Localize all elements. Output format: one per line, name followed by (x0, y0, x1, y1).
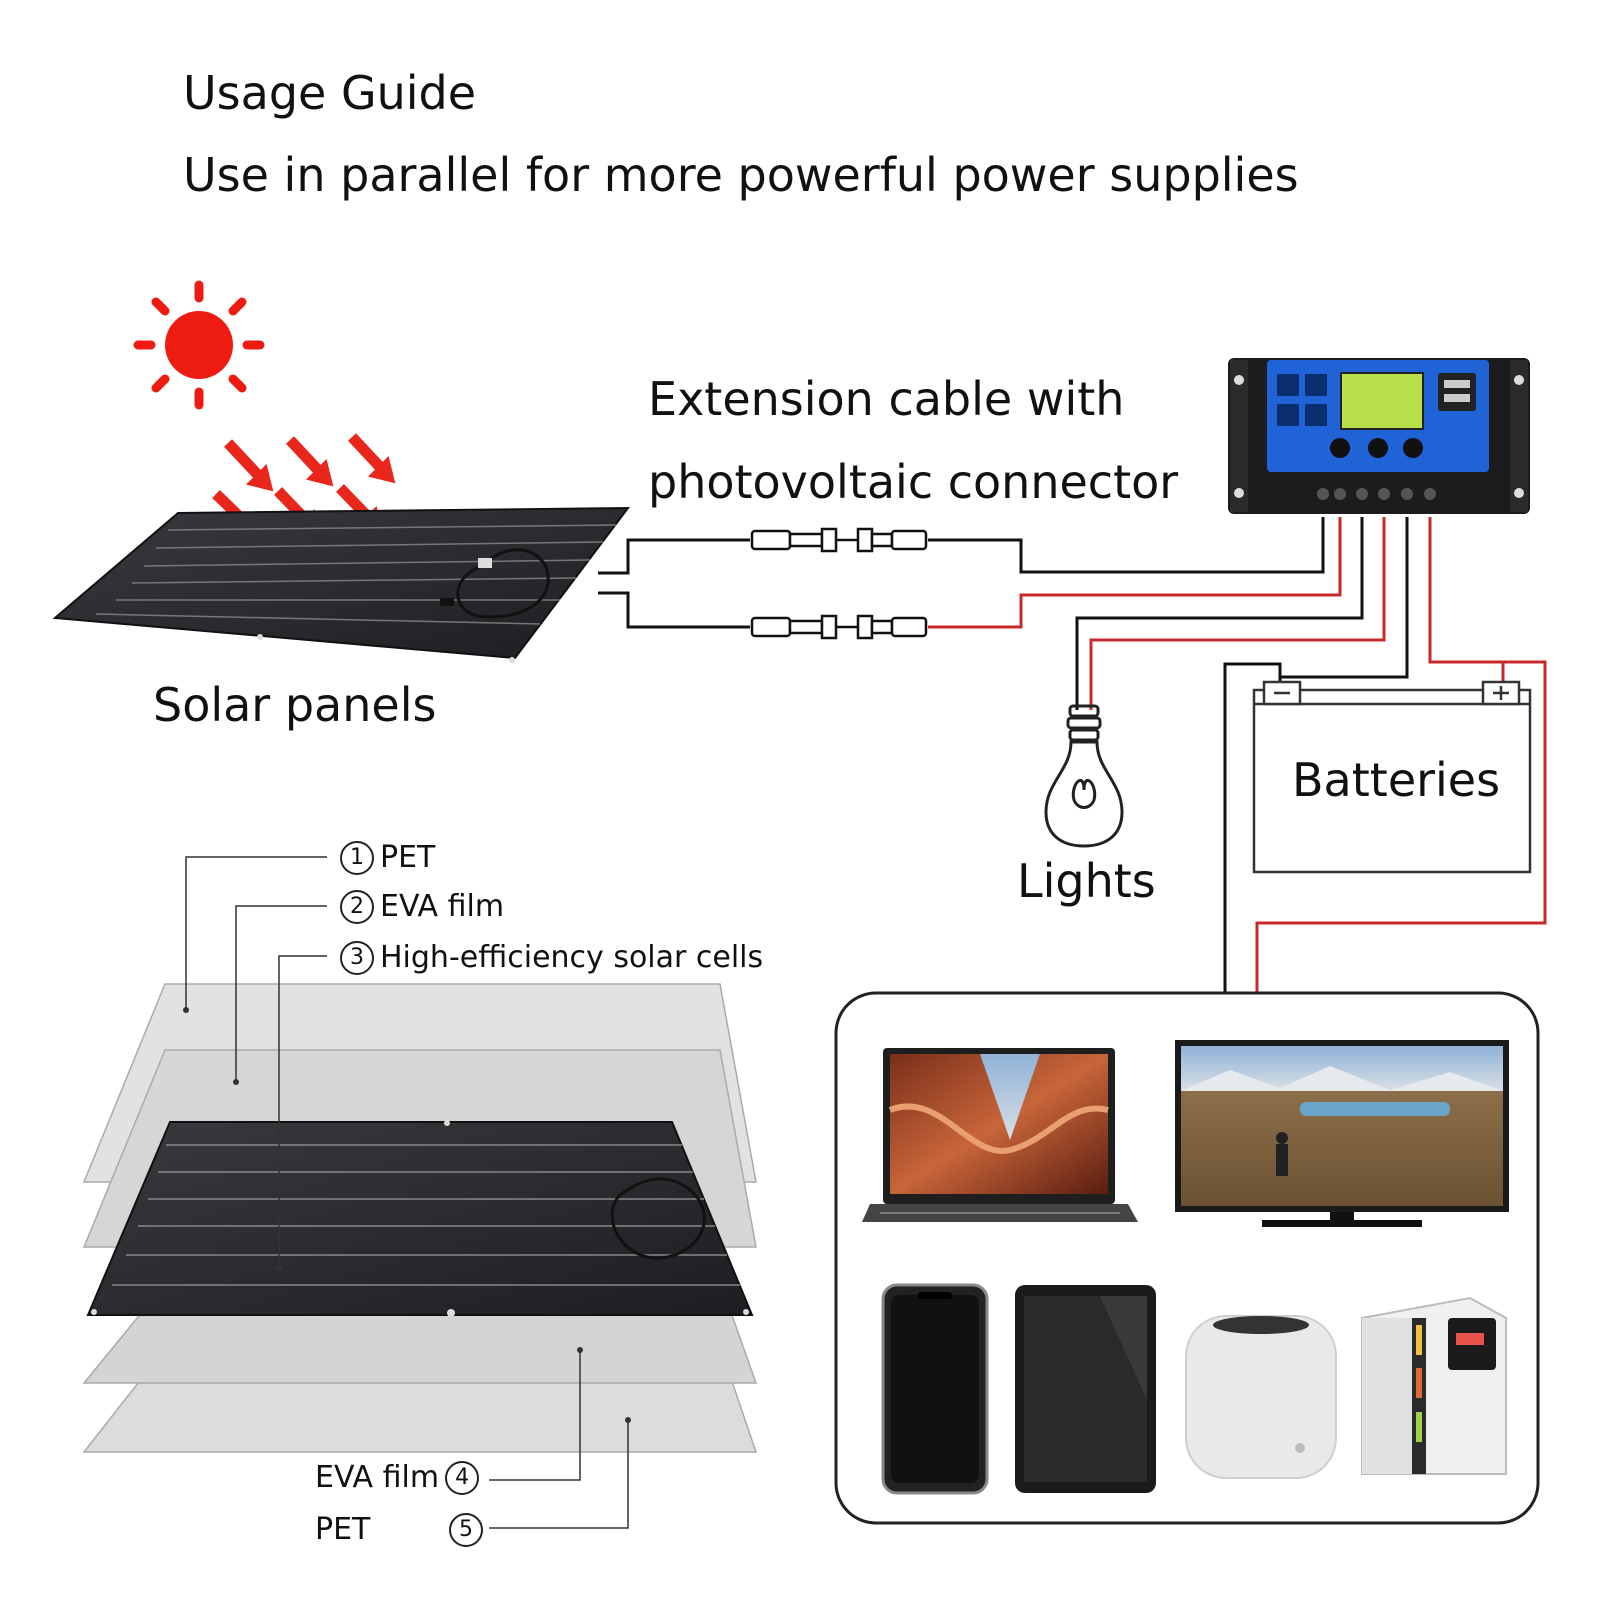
layer-number: 3 (340, 940, 374, 975)
layer-number: 2 (340, 889, 374, 924)
tablet-icon (1015, 1285, 1156, 1493)
cable-label-line2: photovoltaic connector (648, 455, 1179, 509)
sun-icon (133, 280, 265, 410)
ray-arrow-icon (223, 439, 274, 492)
solar-cell-panel-icon (86, 1120, 754, 1317)
layer-number: 1 (340, 840, 374, 875)
batteries-label: Batteries (1292, 753, 1501, 807)
layer-label-5: PET 5 (315, 1512, 483, 1547)
photovoltaic-connector-icon (750, 527, 928, 553)
layer-name: High-efficiency solar cells (380, 940, 764, 975)
page-subtitle: Use in parallel for more powerful power … (183, 148, 1299, 202)
photovoltaic-connector-icon (750, 614, 928, 640)
devices-box (834, 991, 1540, 1525)
page-title: Usage Guide (183, 66, 477, 120)
solar-panel-icon (52, 506, 631, 663)
ray-arrow-icon (347, 433, 396, 484)
layer-number: 5 (449, 1512, 483, 1547)
mini-fridge-icon (1361, 1296, 1507, 1475)
solar-panels-label: Solar panels (153, 678, 437, 732)
layer-name: PET (380, 840, 436, 875)
layer-label-1: 1 PET (340, 840, 435, 875)
tv-icon (1175, 1040, 1509, 1227)
layer-label-3: 3 High-efficiency solar cells (340, 940, 763, 975)
layer-name: EVA film (380, 889, 505, 924)
layer-name: PET (315, 1512, 371, 1547)
solar-charge-controller-icon (1228, 358, 1530, 514)
layer-label-2: 2 EVA film (340, 889, 504, 924)
layer-name: EVA film (315, 1460, 440, 1495)
phone-icon (881, 1283, 989, 1495)
cable-label-line1: Extension cable with (648, 372, 1125, 426)
layer-number: 4 (445, 1460, 480, 1495)
ray-arrow-icon (285, 436, 334, 487)
laptop-icon (862, 1048, 1138, 1222)
lights-label: Lights (1017, 854, 1156, 908)
speaker-icon (1185, 1315, 1337, 1479)
battery-icon (1252, 680, 1532, 874)
layer-stack (82, 856, 758, 1529)
light-bulb-icon (1044, 704, 1124, 848)
layer-label-4: EVA film 4 (315, 1460, 480, 1495)
